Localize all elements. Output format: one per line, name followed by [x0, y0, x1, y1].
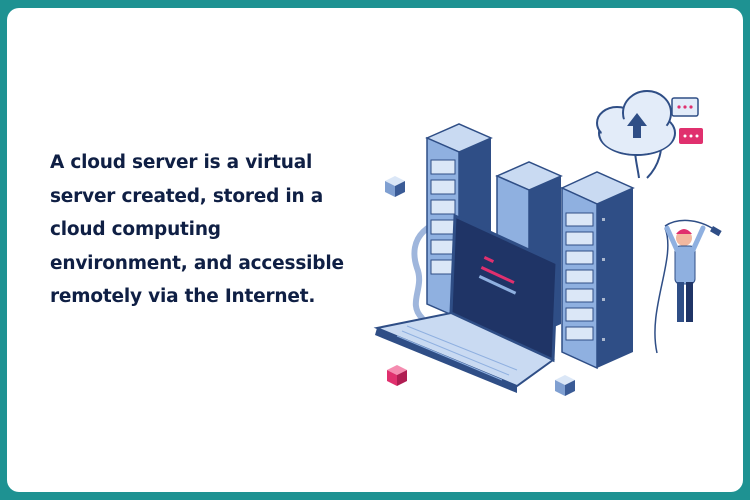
- cube-icon: [387, 365, 407, 386]
- server-rack-icon: [560, 171, 635, 370]
- laptop-icon: [373, 213, 559, 393]
- chat-bubble-icon: [671, 97, 703, 144]
- content-card: A cloud server is a virtual server creat…: [7, 8, 743, 492]
- cloud-upload-icon: [596, 90, 676, 156]
- headline-text: A cloud server is a virtual server creat…: [50, 152, 344, 307]
- cube-icon: [385, 176, 405, 197]
- technician-figure: [664, 219, 722, 322]
- cube-icon: [555, 375, 575, 396]
- cloud-server-illustration: [373, 90, 722, 396]
